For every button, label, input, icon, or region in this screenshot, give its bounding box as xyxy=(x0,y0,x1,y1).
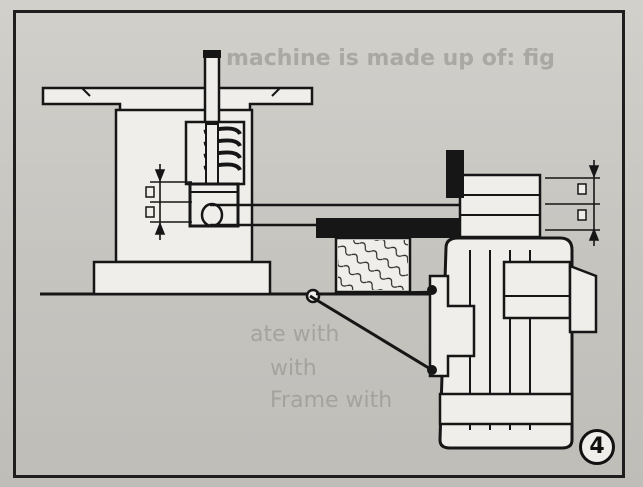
dimension-mark xyxy=(145,186,155,198)
bleed-through-text: with xyxy=(270,356,317,381)
motor-pulley xyxy=(458,173,542,239)
bracket-bolt xyxy=(427,285,437,295)
table-slot xyxy=(271,87,281,97)
bleed-through-text: ate with xyxy=(250,322,340,347)
spindle-cap xyxy=(203,50,221,58)
dimension-mark xyxy=(577,209,587,221)
motor-end-cap xyxy=(438,392,574,426)
support-strut xyxy=(309,294,433,372)
figure-number-badge: 4 xyxy=(579,429,615,465)
terminal-box xyxy=(502,260,572,320)
dimension-mark xyxy=(577,183,587,195)
table-slot xyxy=(81,87,91,97)
dimension-mark xyxy=(145,206,155,218)
dimension-left xyxy=(150,164,192,240)
wood-grain xyxy=(338,240,408,290)
machine-base xyxy=(92,260,272,296)
support-strut xyxy=(315,290,433,296)
spring-rod xyxy=(205,123,219,187)
bleed-through-text: Frame with xyxy=(270,388,393,413)
bleed-through-text: machine is made up of: fig xyxy=(226,46,555,71)
motor-bracket xyxy=(428,274,476,378)
terminal-cover xyxy=(568,264,598,334)
machine-table-top xyxy=(41,86,314,114)
spindle xyxy=(203,52,221,126)
motor-pulley-block xyxy=(446,150,464,198)
motor-mounting-plate xyxy=(316,218,462,238)
dimension-right xyxy=(545,160,600,246)
figure-frame xyxy=(13,10,625,478)
belt-loop-left xyxy=(200,202,224,228)
